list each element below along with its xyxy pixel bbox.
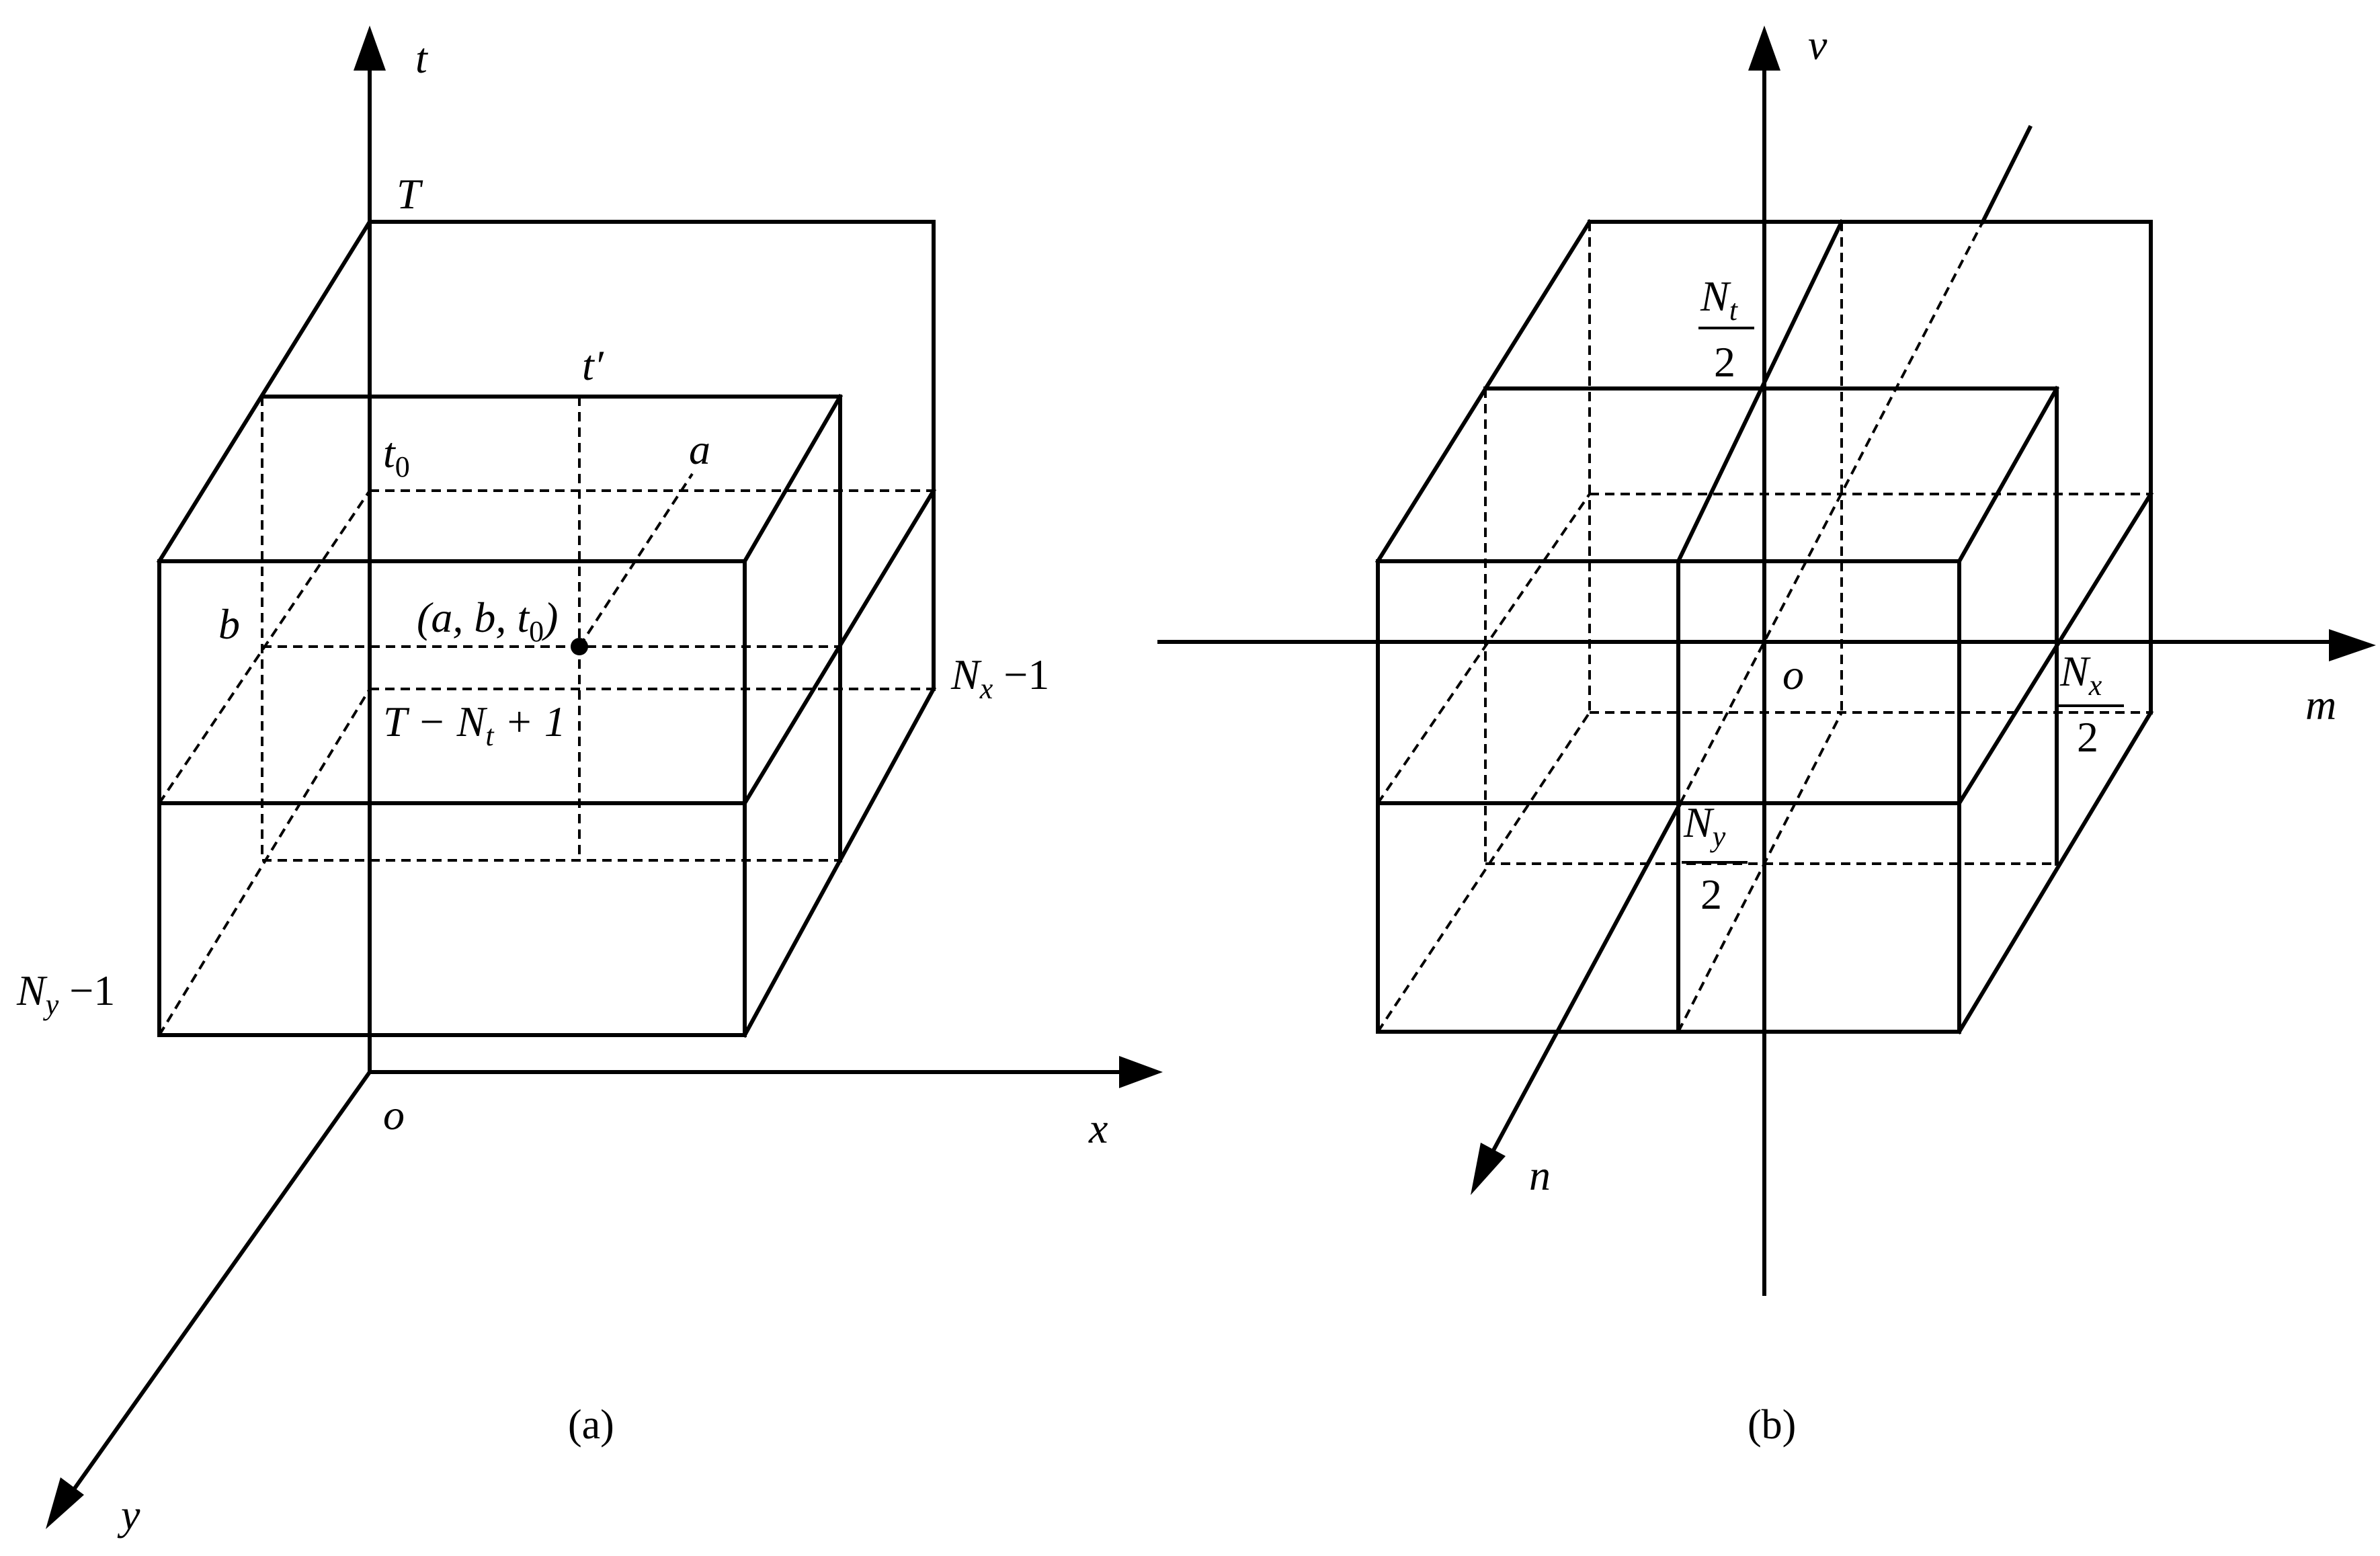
a-label: a xyxy=(689,425,710,473)
origin-label: o xyxy=(383,1091,405,1139)
v-axis-arrowhead xyxy=(1748,26,1780,71)
t0-label: t0 xyxy=(383,429,410,483)
x-axis-arrowhead xyxy=(1119,1056,1163,1088)
ny-minus-one-label: Ny −1 xyxy=(16,967,115,1021)
ny-half-label: Ny 2 xyxy=(1682,799,1748,918)
nx-half-label: Nx 2 xyxy=(2058,647,2124,761)
svg-text:Nt: Nt xyxy=(1700,272,1739,327)
svg-text:2: 2 xyxy=(1700,870,1722,918)
y-axis-arrowhead xyxy=(46,1477,84,1529)
point-label: (a, b, t0) xyxy=(417,593,558,648)
nx-minus-one-label: Nx −1 xyxy=(950,651,1049,705)
origin-label-b: o xyxy=(1782,651,1804,698)
panel-a-solid-edges xyxy=(156,218,937,1038)
panel-b-solid-edges xyxy=(1374,218,2154,1035)
panel-b-hidden-edges xyxy=(1377,221,2151,1033)
n-axis-label: n xyxy=(1529,1151,1551,1199)
t-axis-label: t xyxy=(415,34,429,82)
b-label: b xyxy=(218,600,240,648)
T-label: T xyxy=(397,170,423,218)
point-marker xyxy=(571,638,588,655)
m-axis-label: m xyxy=(2305,681,2336,729)
panel-a: t x y o T t′ t0 a b (a, b, t0) T − Nt + … xyxy=(16,26,1163,1539)
lower-time-label: T − Nt + 1 xyxy=(383,698,566,752)
t-axis-arrowhead xyxy=(354,26,386,71)
svg-text:Nx: Nx xyxy=(2059,647,2102,702)
nt-half-label: Nt 2 xyxy=(1698,272,1754,386)
panel-b-axes xyxy=(1157,26,2376,1296)
caption-b: (b) xyxy=(1748,1402,1796,1448)
panel-b: v m n o Nt 2 Nx 2 Ny 2 (b) xyxy=(1157,21,2376,1448)
svg-text:2: 2 xyxy=(2077,713,2098,761)
x-axis-label: x xyxy=(1088,1104,1108,1152)
t-prime-label: t′ xyxy=(582,341,604,389)
panel-a-axes xyxy=(46,26,1163,1529)
svg-text:2: 2 xyxy=(1714,338,1735,386)
v-axis-label: v xyxy=(1808,21,1828,69)
n-axis-arrowhead xyxy=(1471,1143,1506,1195)
y-axis-label: y xyxy=(117,1491,140,1539)
m-axis-arrowhead xyxy=(2329,629,2376,661)
svg-text:Ny: Ny xyxy=(1683,799,1726,853)
caption-a: (a) xyxy=(568,1402,614,1448)
